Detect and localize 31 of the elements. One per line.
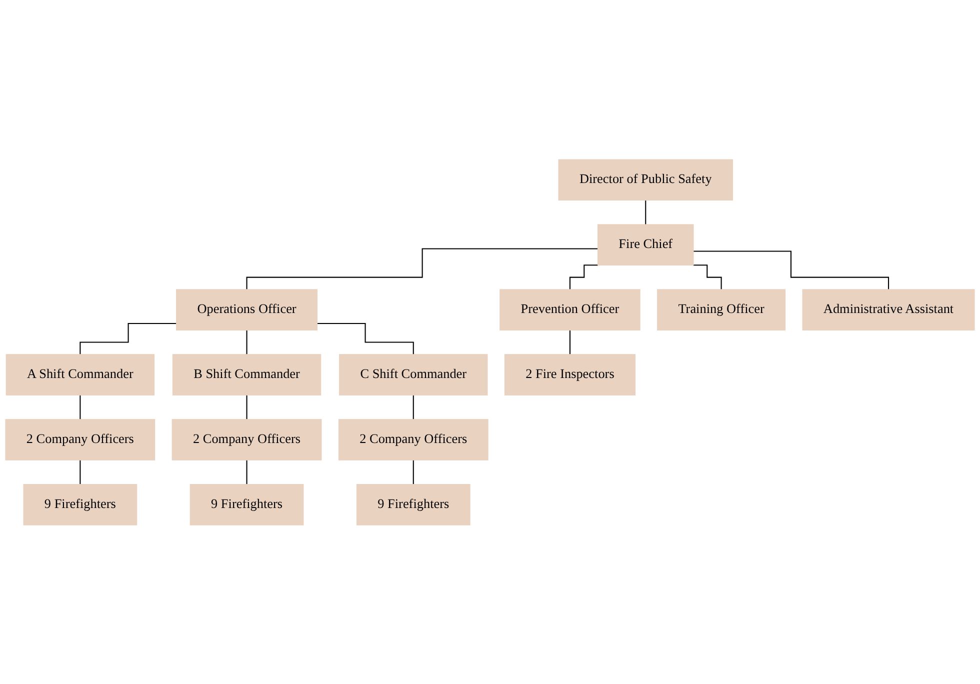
- node-box: 9 Firefighters: [190, 484, 304, 526]
- node-box: A Shift Commander: [6, 354, 155, 396]
- connector: [412, 459, 414, 485]
- connector: [246, 329, 248, 355]
- node-box: Fire Chief: [598, 224, 694, 266]
- connector: [80, 394, 81, 420]
- connector: [80, 459, 81, 485]
- connector: [693, 250, 890, 290]
- node-box: 2 Fire Inspectors: [504, 354, 636, 396]
- connector: [246, 459, 248, 485]
- node-box: Operations Officer: [176, 288, 318, 330]
- node-box: Director of Public Safety: [558, 158, 733, 200]
- node-box: 9 Firefighters: [23, 484, 138, 526]
- node-box: Prevention Officer: [500, 288, 640, 330]
- connector: [246, 248, 598, 290]
- connector: [317, 322, 414, 355]
- connector: [80, 322, 176, 355]
- node-box: C Shift Commander: [339, 354, 488, 396]
- node-box: Training Officer: [657, 288, 786, 330]
- node-box: 2 Company Officers: [5, 418, 156, 460]
- node-box: Administrative Assistant: [802, 288, 975, 330]
- connector: [692, 264, 722, 290]
- node-box: 2 Company Officers: [172, 418, 322, 460]
- connector: [645, 199, 646, 225]
- node-box: B Shift Commander: [172, 354, 322, 396]
- connector: [412, 394, 414, 420]
- node-box: 9 Firefighters: [356, 484, 470, 526]
- connector: [569, 264, 598, 290]
- connector: [246, 394, 248, 420]
- node-box: 2 Company Officers: [338, 418, 488, 460]
- connector: [569, 329, 570, 355]
